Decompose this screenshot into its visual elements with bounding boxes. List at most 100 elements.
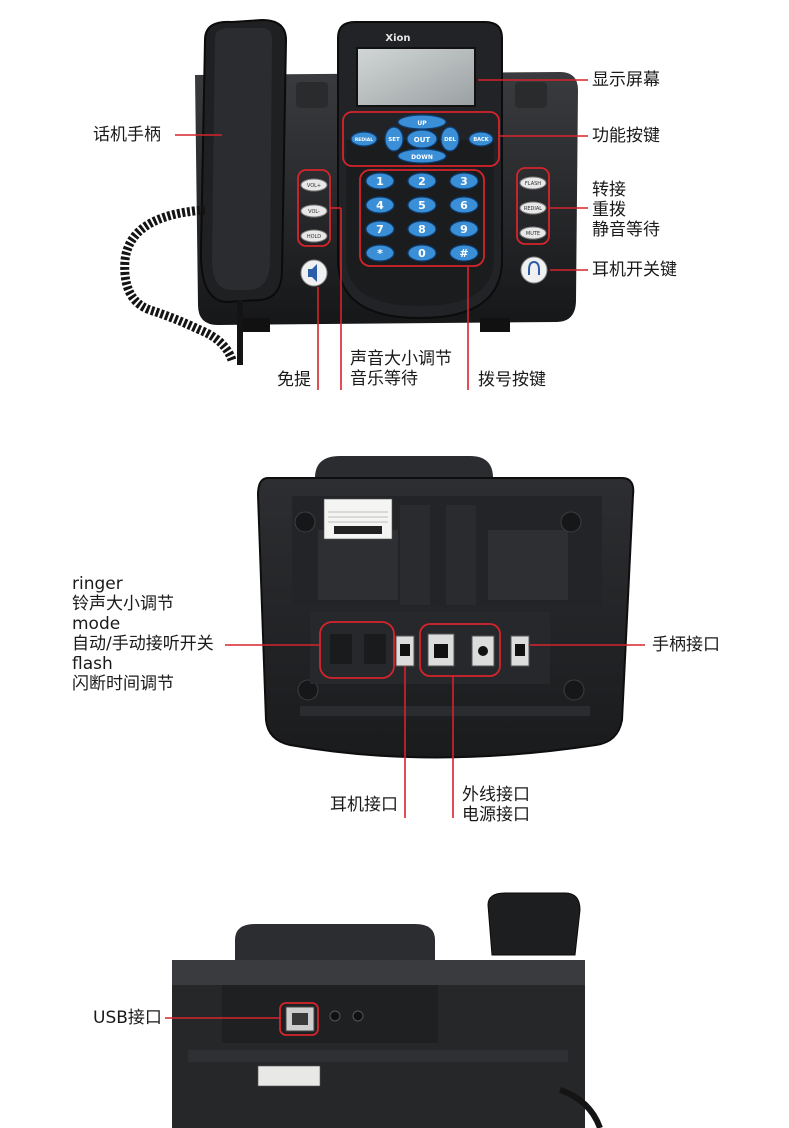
screw-hole	[294, 511, 316, 533]
out-key[interactable]	[406, 129, 438, 149]
transfer-label: 转接	[592, 180, 626, 200]
flash-label-text: flash	[72, 654, 113, 674]
dial-key-label: 4	[376, 199, 384, 212]
mode-desc-label: 自动/手动接听开关	[72, 634, 214, 654]
line-power-label: 外线接口 电源接口	[462, 785, 530, 825]
handset-port-label: 手柄接口	[652, 635, 720, 655]
function-keys-outline	[342, 111, 500, 167]
back-top-tab	[315, 456, 493, 478]
dial-key-label: 9	[460, 223, 468, 236]
hold-label: HOLD	[307, 234, 321, 240]
up-key-label: UP	[417, 120, 427, 127]
dial-key[interactable]	[449, 244, 479, 262]
grille-left	[296, 82, 328, 108]
back-recess-left	[318, 530, 398, 600]
switch-block	[364, 634, 386, 664]
usb-port-label: USB接口	[93, 1008, 162, 1028]
dial-key[interactable]	[365, 172, 395, 190]
redial-side-label: REDIAL	[524, 206, 542, 212]
dial-key-label: 2	[418, 175, 426, 188]
side-hole	[352, 1010, 364, 1022]
dial-keys-outline	[359, 169, 485, 267]
usb-slot	[292, 1013, 308, 1025]
redial-key-label: REDIAL	[355, 137, 373, 143]
hold-button[interactable]	[300, 229, 328, 243]
dial-key[interactable]	[365, 220, 395, 238]
dial-key[interactable]	[407, 244, 437, 262]
line-power-outline	[419, 623, 501, 677]
display-screen	[356, 47, 476, 107]
redial-label: 重拨	[592, 200, 626, 220]
dial-key-label: 1	[376, 175, 384, 188]
dial-key[interactable]	[449, 196, 479, 214]
vol-down-button[interactable]	[300, 204, 328, 218]
screw-hole	[560, 511, 582, 533]
brand-logo: Xion	[385, 33, 410, 44]
vol-down-label: VOL-	[308, 209, 320, 215]
handset[interactable]	[120, 18, 288, 365]
left-side-buttons: VOL+ VOL- HOLD	[300, 178, 328, 243]
side-hole	[329, 1010, 341, 1022]
sticker-lines	[328, 511, 388, 523]
dial-key-label: 0	[418, 247, 426, 260]
screw-hole	[297, 679, 319, 701]
handset-label: 话机手柄	[93, 125, 161, 145]
dial-key[interactable]	[407, 220, 437, 238]
switches-label: ringer 铃声大小调节 mode 自动/手动接听开关 flash 闪断时间调…	[72, 574, 214, 694]
side-tab	[235, 924, 435, 960]
set-key[interactable]	[384, 126, 404, 152]
volume-label: 声音大小调节	[350, 349, 452, 369]
side-view	[165, 892, 603, 1128]
del-key-label: DEL	[444, 137, 456, 143]
music-hold-label: 音乐等待	[350, 369, 418, 389]
dial-key-label: 6	[460, 199, 468, 212]
redial-key[interactable]	[350, 131, 378, 147]
dial-key[interactable]	[407, 196, 437, 214]
vol-up-label: VOL+	[307, 183, 321, 189]
dial-key-label: 7	[376, 223, 384, 236]
front-view: Xion VOL+ VOL- HOLD FLASH REDIAL MU	[120, 18, 588, 390]
mute-hold-label: 静音等待	[592, 220, 660, 240]
dial-keys-label: 拨号按键	[478, 370, 546, 390]
ringer-label: ringer	[72, 574, 123, 594]
jack-slot	[434, 644, 448, 658]
right-buttons-outline	[516, 167, 550, 245]
headset-switch-label: 耳机开关键	[592, 260, 677, 280]
headset-button[interactable]	[520, 256, 548, 284]
jack-slot	[515, 644, 525, 656]
mode-label: mode	[72, 614, 121, 634]
vol-up-button[interactable]	[300, 178, 328, 192]
barcode	[334, 526, 382, 534]
down-key[interactable]	[397, 148, 447, 164]
set-key-label: SET	[388, 137, 400, 143]
dial-keys: 1 2 3 4 5 6 7 8 9 * 0 #	[365, 172, 479, 262]
dial-key[interactable]	[449, 220, 479, 238]
flash-button[interactable]	[519, 176, 547, 190]
del-key[interactable]	[440, 126, 460, 152]
side-top-edge	[172, 960, 585, 985]
line-port-label: 外线接口	[462, 785, 530, 805]
back-key-label: BACK	[473, 137, 489, 143]
transfer-redial-mute-label: 转接 重拨 静音等待	[592, 180, 660, 240]
dial-key[interactable]	[407, 172, 437, 190]
function-keys: UP DOWN SET DEL OUT REDIAL BACK	[350, 114, 494, 164]
headset-icon	[528, 260, 540, 275]
rib-left	[400, 505, 430, 605]
dial-key[interactable]	[365, 244, 395, 262]
dial-key-label: 8	[418, 223, 426, 236]
mute-button[interactable]	[519, 226, 547, 240]
volume-music-label: 声音大小调节 音乐等待	[350, 349, 452, 389]
foot-right	[480, 318, 510, 332]
function-keys-label: 功能按键	[592, 126, 660, 146]
dial-key-label: 5	[418, 199, 426, 212]
screw-hole	[563, 679, 585, 701]
dial-key-label: 3	[460, 175, 468, 188]
dial-key[interactable]	[449, 172, 479, 190]
switch-outline	[319, 621, 395, 679]
redial-side-button[interactable]	[519, 201, 547, 215]
up-key[interactable]	[397, 114, 447, 130]
dial-key[interactable]	[365, 196, 395, 214]
back-view	[225, 456, 645, 818]
back-key[interactable]	[468, 131, 494, 147]
